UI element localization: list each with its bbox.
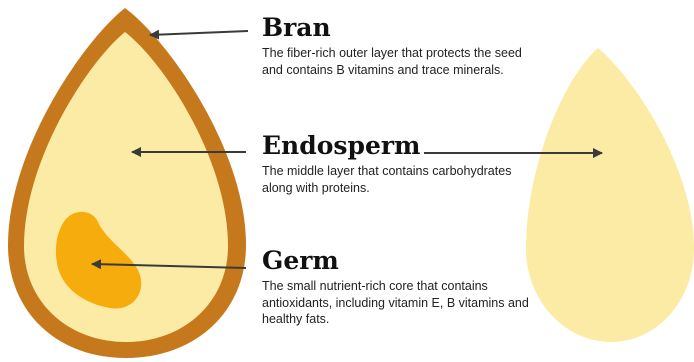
germ-description: The small nutrient-rich core that contai… [262, 278, 552, 328]
germ-label: Germ The small nutrient-rich core that c… [262, 248, 552, 328]
germ-title: Germ [262, 248, 552, 274]
bran-description: The fiber-rich outer layer that protects… [262, 45, 542, 78]
endosperm-title: Endosperm [262, 133, 512, 159]
endosperm-description: The middle layer that contains carbohydr… [262, 163, 512, 196]
bran-label: Bran The fiber-rich outer layer that pro… [262, 15, 542, 78]
bran-title: Bran [262, 15, 542, 41]
endosperm-label: Endosperm The middle layer that contains… [262, 133, 512, 196]
bran-arrow [150, 31, 248, 35]
